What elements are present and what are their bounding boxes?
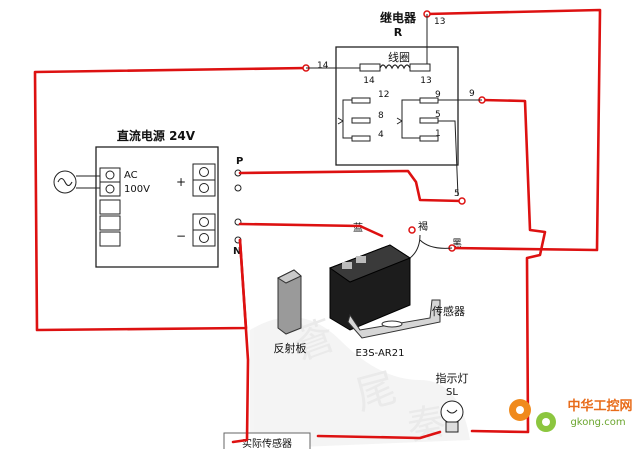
gear-icon xyxy=(509,399,556,432)
svg-text:9: 9 xyxy=(435,90,441,100)
reflector-label: 反射板 xyxy=(274,341,307,355)
coil-terminal-14 xyxy=(359,63,381,72)
lamp-label: 指示灯 xyxy=(436,371,469,385)
svg-text:8: 8 xyxy=(378,111,384,121)
bottom-box-label: 实际传感器 xyxy=(242,437,292,449)
indicator-lamp: 指示灯 SL xyxy=(436,371,469,433)
ac-terminal-block xyxy=(99,167,121,247)
coil-terminal-13 xyxy=(409,63,431,72)
relay: 继电器 R 线圈 14 13 14 13 12 8 4 9 xyxy=(317,10,475,199)
sensor-model: E3S-AR21 xyxy=(356,348,405,359)
svg-text:14: 14 xyxy=(363,76,375,86)
dc-terminal-block xyxy=(192,163,216,247)
brand-watermark: 中华工控网 gkong.com xyxy=(509,398,633,432)
wire-brown-label: 褐 xyxy=(418,220,428,233)
background-watermark: 蒼 尾 秦 xyxy=(250,312,470,449)
relay-symbol: R xyxy=(394,26,403,39)
svg-text:13: 13 xyxy=(420,76,431,86)
lamp-bulb-icon xyxy=(440,400,464,424)
svg-text:N: N xyxy=(233,246,241,257)
svg-text:14: 14 xyxy=(317,61,329,71)
contact-group-right xyxy=(396,97,439,142)
relay-title: 继电器 xyxy=(380,10,417,25)
reflector: 反射板 xyxy=(274,269,307,355)
brand-site: gkong.com xyxy=(570,417,625,428)
wire-black-label: 黑 xyxy=(452,238,462,250)
wire-blue-label: 蓝 xyxy=(353,222,363,234)
power-supply: 直流电源 24V AC 100V + − P N xyxy=(53,128,243,268)
svg-text:4: 4 xyxy=(378,130,384,140)
coil-label: 线圈 xyxy=(388,50,410,64)
power-supply-title: 直流电源 24V xyxy=(117,128,196,143)
svg-text:1: 1 xyxy=(435,129,441,139)
contact-group-left xyxy=(337,97,371,142)
svg-text:−: − xyxy=(176,229,186,243)
svg-text:100V: 100V xyxy=(124,184,150,195)
lamp-symbol: SL xyxy=(446,387,458,398)
svg-text:秦: 秦 xyxy=(404,399,449,449)
red-wiring xyxy=(33,8,602,444)
svg-text:5: 5 xyxy=(454,189,460,199)
sensor-name: 传感器 xyxy=(432,305,465,318)
svg-text:+: + xyxy=(176,175,186,189)
svg-text:AC: AC xyxy=(124,170,138,181)
svg-text:5: 5 xyxy=(435,110,441,120)
brand-name: 中华工控网 xyxy=(567,398,632,414)
coil-winding xyxy=(379,64,411,70)
junction-dots xyxy=(302,10,486,252)
relay-body xyxy=(335,46,459,166)
svg-text:12: 12 xyxy=(378,90,389,100)
photoelectric-sensor: E3S-AR21 传感器 蓝 褐 黑 xyxy=(328,220,465,359)
svg-text:9: 9 xyxy=(469,89,475,99)
svg-text:13: 13 xyxy=(434,17,445,27)
svg-text:P: P xyxy=(236,156,243,167)
bottom-box: 实际传感器 xyxy=(223,432,311,449)
